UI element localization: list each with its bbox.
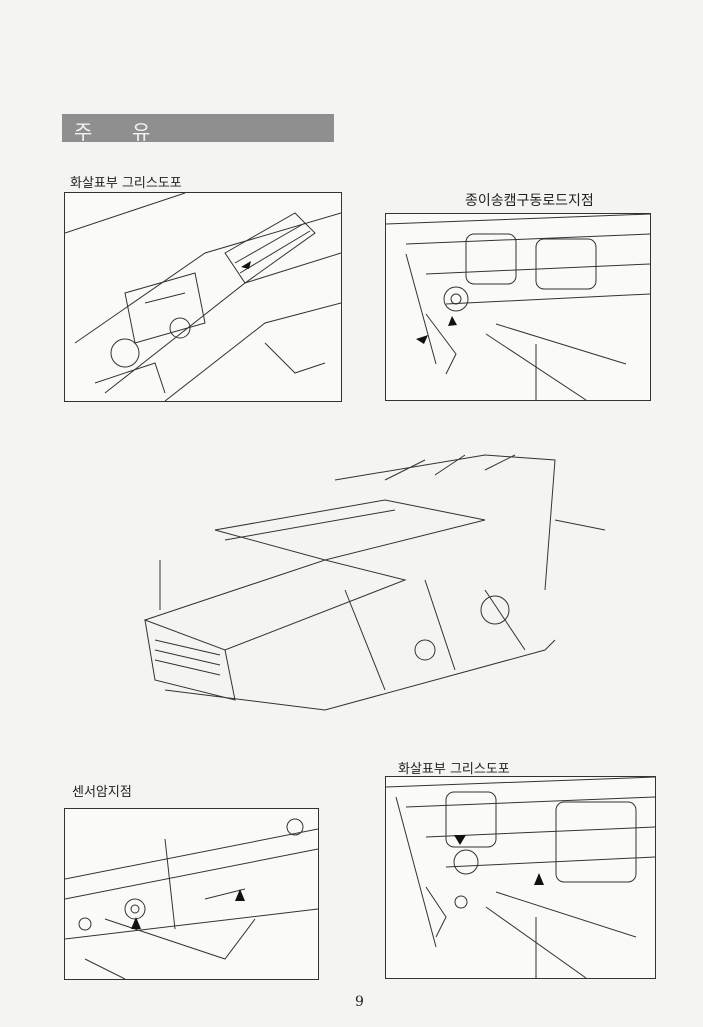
figure-caption-4: 화살표부 그리스도포 xyxy=(398,762,510,777)
section-title-char-1: 주 xyxy=(74,120,93,144)
section-banner: 주 유 xyxy=(62,114,334,144)
figure-caption-1: 화살표부 그리스도포 xyxy=(70,176,182,191)
rice-transplanter-illustration xyxy=(125,440,620,725)
figure-2-cam-rod-pivot xyxy=(385,213,651,401)
figure-4-grease-points xyxy=(385,776,656,979)
figure-1-grease-points xyxy=(64,192,342,402)
section-title-char-2: 유 xyxy=(132,120,151,144)
figure-caption-3: 센서암지점 xyxy=(72,785,132,800)
figure-caption-2: 종이송캠구동로드지점 xyxy=(465,193,594,209)
figure-3-sensor-arm-pivot xyxy=(64,808,319,980)
page-number: 9 xyxy=(355,994,364,1010)
